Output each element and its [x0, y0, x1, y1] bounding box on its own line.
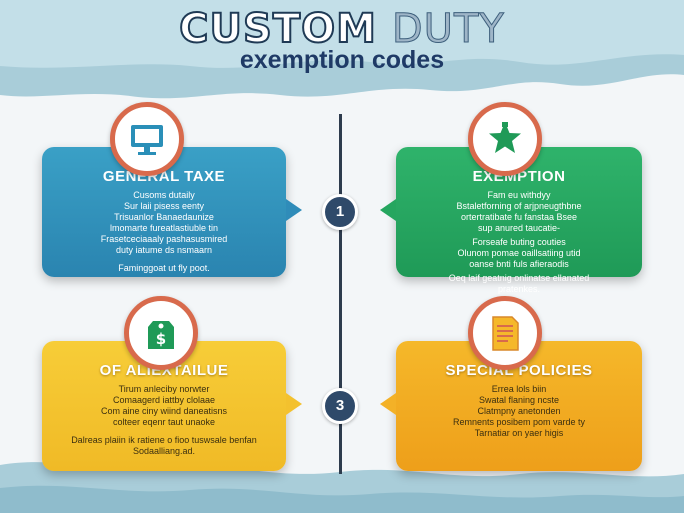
document-icon — [468, 296, 542, 370]
card-pointer — [380, 393, 396, 415]
card-line: Forseafe buting couties — [472, 237, 566, 247]
card-exemption: EXEMPTION Fam eu withdyy Bstaletforning … — [396, 147, 642, 294]
star-badge-icon — [468, 102, 542, 176]
card-line: Errea lols biin — [491, 384, 547, 394]
page-subtitle: exemption codes — [239, 46, 445, 74]
card-footer: Faminggoat ut fly poot. — [118, 263, 210, 273]
timeline-line — [339, 114, 342, 474]
card-line: lmomarte fureatlastiuble tin — [109, 223, 219, 233]
page-title: CUSTOM DUTY — [0, 5, 684, 53]
card-line: Cusoms dutaily — [133, 190, 195, 200]
timeline-marker: 3 — [322, 388, 358, 424]
card-line: Sur laii pisess eenty — [123, 201, 205, 211]
card-line: Fam eu withdyy — [487, 190, 551, 200]
card-pointer — [286, 393, 302, 415]
card-line: sup anured taucatie- — [477, 223, 561, 233]
card-line: oanse bnti fuls afieraodis — [469, 259, 569, 269]
card-footer: Dalreas plaiin ik ratiene o fioo tuswsal… — [71, 435, 257, 456]
card-pointer — [286, 199, 302, 221]
card-line: Clatmpny anetonden — [477, 406, 561, 416]
card-heading: OF ALIEXTAILUE — [99, 362, 229, 379]
card-heading: SPECIAL POLICIES — [445, 362, 593, 379]
title-word-duty: DUTY — [391, 6, 505, 53]
timeline-marker: 1 — [322, 194, 358, 230]
card-line: Olunom pomae oaillsatiing utid — [457, 248, 581, 258]
card-line: ortertratibate fu fanstaa Bsee — [460, 212, 578, 222]
card-footer: Oeq laif geatnig onlinatse ellanated pra… — [448, 273, 590, 294]
price-tag-icon: $ — [124, 296, 198, 370]
card-line: Frasetceciaaaly pashasusmired — [100, 234, 228, 244]
card-pointer — [380, 199, 396, 221]
svg-text:$: $ — [156, 330, 166, 348]
card-line: colteer eqenr taut unaoke — [112, 417, 216, 427]
monitor-icon — [110, 102, 184, 176]
card-line: Comaagerd iattby clolaae — [112, 395, 216, 405]
card-line: Remnents posibem pom varde ty — [452, 417, 586, 427]
card-line: duty iatume ds nsmaarn — [115, 245, 213, 255]
card-heading: GENERAL TAXE — [102, 168, 226, 185]
card-line: Com aine ciny wiind daneatisns — [100, 406, 228, 416]
card-line: Trisuanlor Banaedaunize — [114, 212, 214, 222]
card-line: Bstaletforning of arjpneugthbne — [456, 201, 582, 211]
card-line: Tirum anleciby norwter — [118, 384, 210, 394]
title-word-custom: CUSTOM — [178, 5, 377, 53]
card-line: Swatal flaning ncste — [478, 395, 560, 405]
card-line: Tarnatiar on yaer higis — [474, 428, 564, 438]
